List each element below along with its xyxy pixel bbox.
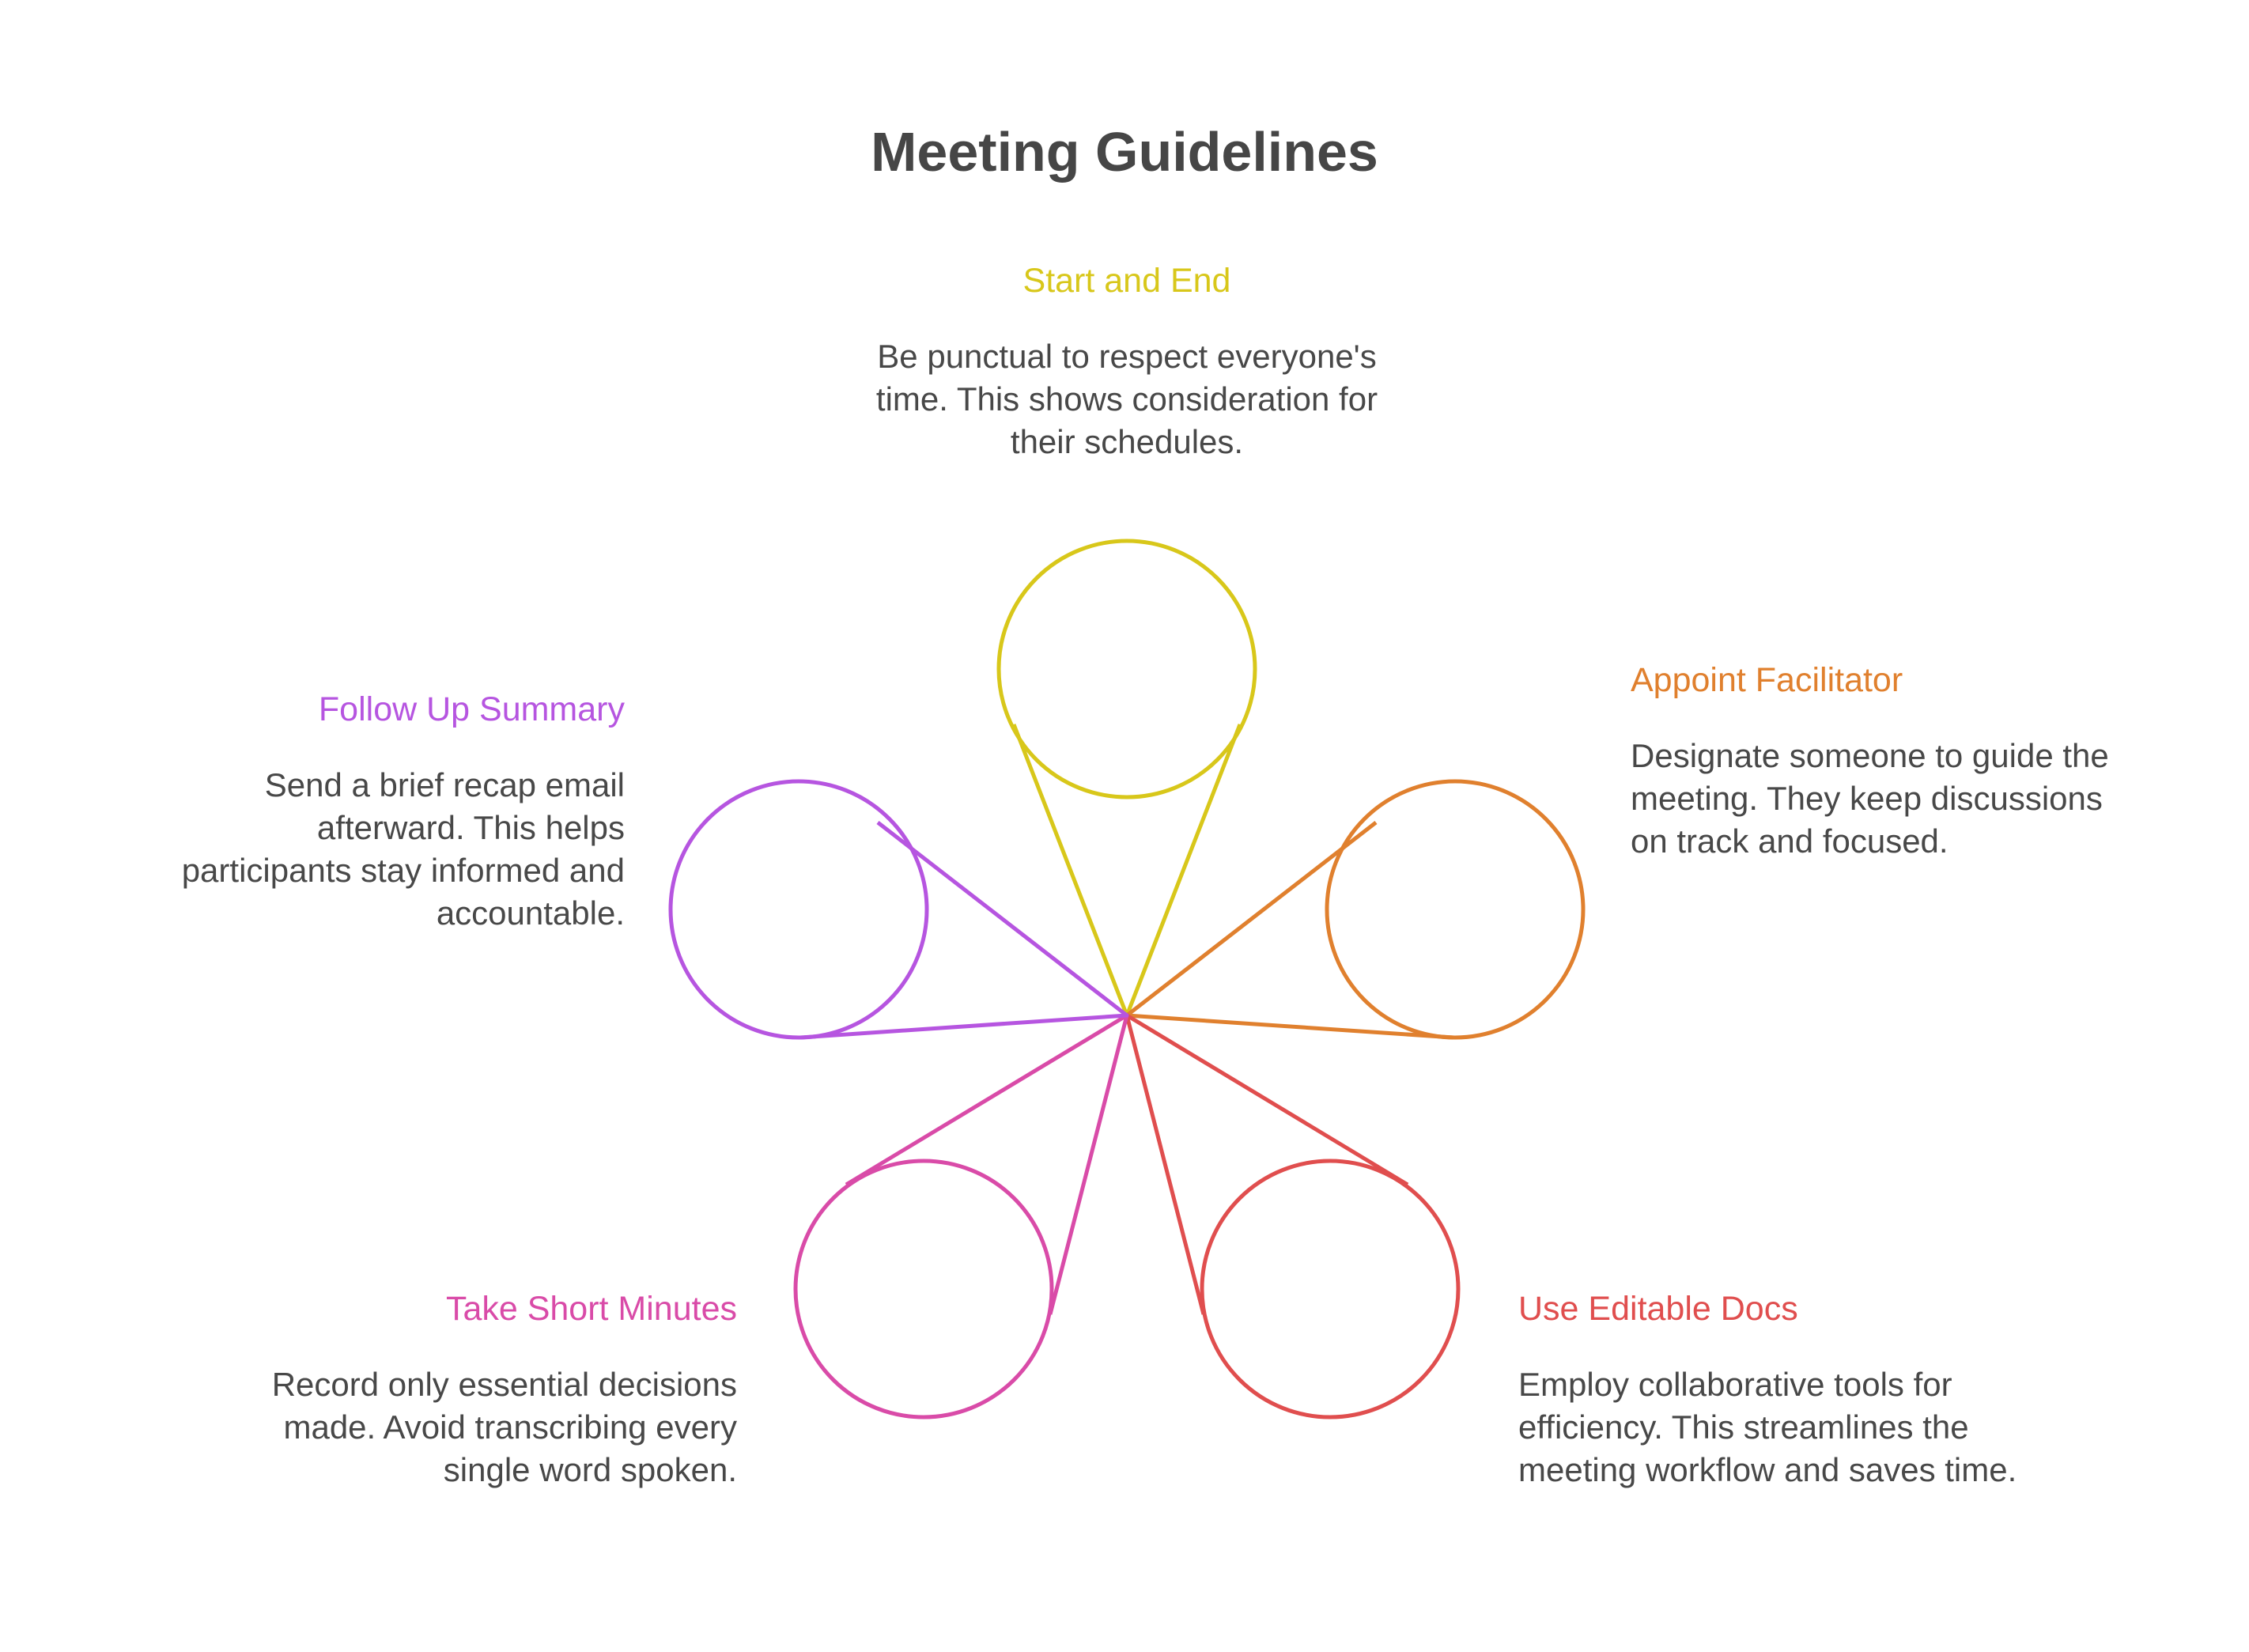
petal-appoint-facilitator: [1124, 779, 1586, 1040]
petal-start-and-end-circle: [996, 539, 1257, 800]
guideline-description: Send a brief recap email afterward. This…: [181, 766, 625, 932]
page-title: Meeting Guidelines: [871, 121, 1378, 183]
petal-use-editable-docs-circle: [1200, 1159, 1461, 1420]
guideline-description: Record only essential decisions made. Av…: [271, 1365, 737, 1488]
petal-follow-up-summary-connector: [799, 821, 1129, 1040]
guideline-appoint-facilitator: Appoint Facilitator Designate someone to…: [1631, 660, 2121, 863]
guideline-take-short-minutes: Take Short Minutes Record only essential…: [221, 1289, 737, 1491]
guideline-description: Be punctual to respect everyone's time. …: [875, 337, 1378, 460]
petal-appoint-facilitator-circle: [1325, 779, 1586, 1040]
petal-take-short-minutes-circle: [793, 1159, 1054, 1420]
guideline-description: Employ collaborative tools for efficienc…: [1518, 1365, 2017, 1488]
petal-take-short-minutes: [793, 1013, 1129, 1420]
guideline-start-and-end: Start and End Be punctual to respect eve…: [862, 261, 1392, 463]
guideline-follow-up-summary: Follow Up Summary Send a brief recap ema…: [158, 690, 625, 935]
guideline-heading: Use Editable Docs: [1518, 1290, 1798, 1328]
guideline-description: Designate someone to guide the meeting. …: [1631, 736, 2109, 860]
petal-follow-up-summary-circle: [668, 779, 929, 1040]
petal-appoint-facilitator-connector: [1124, 821, 1454, 1040]
guideline-heading: Follow Up Summary: [318, 690, 625, 728]
petal-use-editable-docs: [1124, 1013, 1461, 1420]
petal-follow-up-summary: [668, 779, 1129, 1040]
guideline-heading: Appoint Facilitator: [1631, 661, 1903, 699]
guideline-heading: Start and End: [1022, 262, 1231, 300]
guideline-heading: Take Short Minutes: [445, 1290, 737, 1328]
guideline-use-editable-docs: Use Editable Docs Employ collaborative t…: [1518, 1289, 2024, 1491]
